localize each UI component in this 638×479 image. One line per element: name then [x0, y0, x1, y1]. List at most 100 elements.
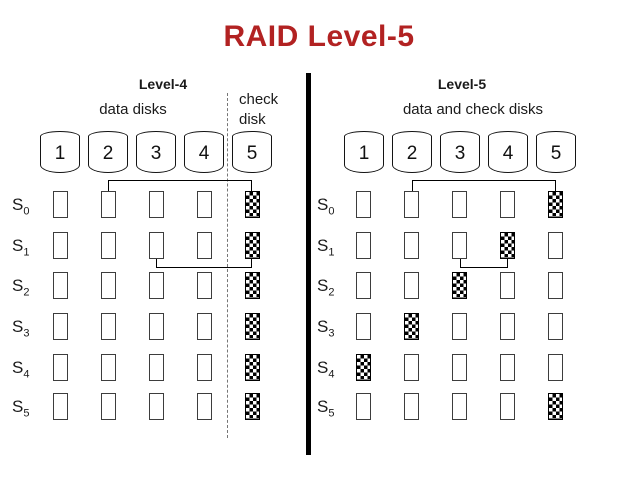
parity-block [548, 393, 563, 420]
disk-number: 2 [406, 143, 418, 164]
stripe-block [149, 313, 164, 340]
disk-cylinder: 5 [536, 131, 576, 173]
stripe-row-label: S4 [12, 358, 30, 381]
left-panel-header: Level-4 [138, 76, 188, 92]
disk-cylinder: 3 [136, 131, 176, 173]
disk-cylinder: 4 [488, 131, 528, 173]
stripe-block [356, 272, 371, 299]
stripe-row-label: S1 [12, 236, 30, 259]
cylinder-body [88, 136, 128, 173]
parity-block [245, 272, 260, 299]
disk-cylinder: 3 [440, 131, 480, 173]
check-disk-separator-dashed-line [227, 93, 228, 438]
stripe-block [101, 354, 116, 381]
stripe-block [404, 191, 419, 218]
parity-block [452, 272, 467, 299]
disk-cylinder: 4 [184, 131, 224, 173]
disk-number: 3 [150, 143, 162, 164]
stripe-row-label: S3 [12, 317, 30, 340]
disk-number: 2 [102, 143, 114, 164]
stripe-block [149, 354, 164, 381]
stripe-block [197, 313, 212, 340]
parity-update-connector-line [460, 258, 508, 268]
stripe-block [149, 272, 164, 299]
cylinder-body [440, 136, 480, 173]
stripe-block [149, 232, 164, 259]
stripe-block [149, 191, 164, 218]
disk-cylinder: 2 [392, 131, 432, 173]
disk-number: 5 [246, 143, 258, 164]
disk-cylinder: 2 [88, 131, 128, 173]
disk-number: 4 [502, 143, 514, 164]
stripe-block [404, 232, 419, 259]
stripe-block [500, 313, 515, 340]
disk-cylinder: 1 [344, 131, 384, 173]
cylinder-body [136, 136, 176, 173]
stripe-block [101, 191, 116, 218]
stripe-block [53, 313, 68, 340]
stripe-row-label: S0 [317, 195, 335, 218]
stripe-block [53, 354, 68, 381]
stripe-block [548, 313, 563, 340]
check-disk-label-line1: check [239, 91, 279, 108]
stripe-block [452, 313, 467, 340]
stripe-block [404, 354, 419, 381]
cylinder-body [392, 136, 432, 173]
update-connector-line [412, 180, 556, 192]
stripe-block [53, 393, 68, 420]
disk-cylinder: 5 [232, 131, 272, 173]
parity-block [245, 191, 260, 218]
stripe-block [548, 354, 563, 381]
stripe-block [500, 191, 515, 218]
disk-number: 5 [550, 143, 562, 164]
parity-block [245, 313, 260, 340]
right-panel-header: Level-5 [437, 76, 487, 92]
stripe-block [101, 313, 116, 340]
stripe-row-label: S4 [317, 358, 335, 381]
cylinder-body [232, 136, 272, 173]
stripe-block [197, 354, 212, 381]
parity-block [245, 393, 260, 420]
stripe-block [197, 232, 212, 259]
disk-number: 1 [54, 143, 66, 164]
right-data-and-check-disks-label: data and check disks [402, 101, 544, 118]
disk-cylinder: 1 [40, 131, 80, 173]
stripe-block [500, 393, 515, 420]
cylinder-body [344, 136, 384, 173]
stripe-block [452, 191, 467, 218]
stripe-block [356, 313, 371, 340]
parity-update-connector-line [156, 258, 252, 268]
parity-block [245, 354, 260, 381]
stripe-row-label: S5 [317, 397, 335, 420]
cylinder-body [40, 136, 80, 173]
disk-number: 4 [198, 143, 210, 164]
stripe-row-label: S1 [317, 236, 335, 259]
left-data-disks-label: data disks [99, 101, 167, 118]
stripe-block [53, 272, 68, 299]
stripe-block [452, 393, 467, 420]
stripe-block [548, 232, 563, 259]
stripe-block [197, 393, 212, 420]
stripe-block [53, 191, 68, 218]
stripe-block [53, 232, 68, 259]
stripe-row-label: S0 [12, 195, 30, 218]
stripe-block [149, 393, 164, 420]
stripe-block [356, 393, 371, 420]
left-check-disk-label: check disk [239, 90, 278, 130]
parity-block [548, 191, 563, 218]
parity-block [404, 313, 419, 340]
cylinder-body [488, 136, 528, 173]
stripe-block [500, 272, 515, 299]
cylinder-body [536, 136, 576, 173]
stripe-block [197, 272, 212, 299]
stripe-block [452, 232, 467, 259]
stripe-row-label: S5 [12, 397, 30, 420]
stripe-block [356, 191, 371, 218]
stripe-block [404, 272, 419, 299]
parity-block [500, 232, 515, 259]
parity-block [356, 354, 371, 381]
disk-number: 3 [454, 143, 466, 164]
disk-number: 1 [358, 143, 370, 164]
stripe-block [500, 354, 515, 381]
